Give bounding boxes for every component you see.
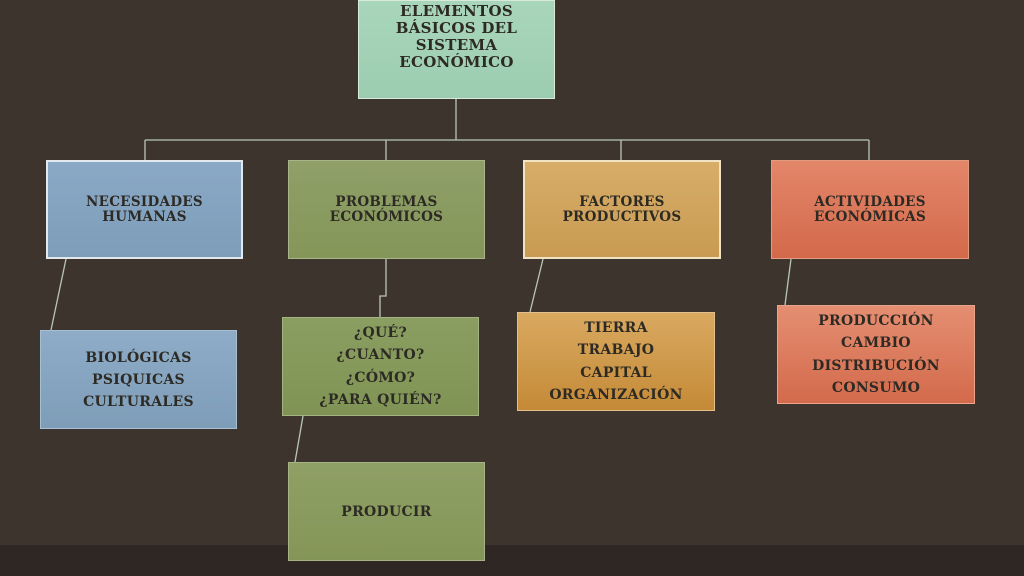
list-item: ¿CUANTO?: [336, 347, 425, 363]
node-label-line: ECONÓMICAS: [813, 208, 927, 225]
node-producir: PRODUCIR: [288, 462, 485, 561]
node-label-line: ACTIVIDADES: [814, 193, 926, 210]
connector-producir: [294, 415, 304, 463]
list-item: CAMBIO: [841, 335, 911, 351]
list-item: ORGANIZACIÓN: [549, 387, 683, 403]
list-item: PRODUCCIÓN: [818, 312, 934, 329]
root-line-3: SISTEMA: [415, 36, 498, 54]
root-line-1: ELEMENTOS: [400, 2, 513, 20]
connector-problemas-detail: [379, 259, 387, 317]
bottom-band: [0, 545, 1024, 576]
list-item: PSIQUICAS: [92, 371, 185, 388]
node-label-line: ECONÓMICOS: [329, 208, 444, 225]
node-label-line: PRODUCTIVOS: [562, 208, 682, 225]
root-line-4: ECONÓMICO: [399, 53, 514, 71]
list-item: TRABAJO: [577, 342, 655, 358]
node-necesidades-humanas: NECESIDADES HUMANAS: [46, 160, 243, 259]
node-problemas-economicos: PROBLEMAS ECONÓMICOS: [288, 160, 485, 259]
list-item: CONSUMO: [831, 380, 921, 396]
node-necesidades-tipos: BIOLÓGICAS PSIQUICAS CULTURALES: [40, 330, 237, 429]
list-item: DISTRIBUCIÓN: [812, 357, 940, 374]
list-item: CAPITAL: [580, 364, 652, 381]
node-preguntas-economicas: ¿QUÉ? ¿CUANTO? ¿CÓMO? ¿PARA QUIÉN?: [282, 317, 479, 416]
list-item: BIOLÓGICAS: [85, 349, 192, 366]
list-item: TIERRA: [584, 319, 648, 336]
node-label-line: HUMANAS: [102, 208, 187, 225]
node-label-line: NECESIDADES: [86, 193, 203, 210]
connector-factores-detail: [529, 258, 544, 313]
root-node-elementos-basicos: ELEMENTOS BÁSICOS DEL SISTEMA ECONÓMICO: [358, 0, 555, 99]
list-item: CULTURALES: [83, 393, 194, 410]
node-factores-lista: TIERRA TRABAJO CAPITAL ORGANIZACIÓN: [517, 312, 715, 411]
node-actividades-lista: PRODUCCIÓN CAMBIO DISTRIBUCIÓN CONSUMO: [777, 305, 975, 404]
node-actividades-economicas: ACTIVIDADES ECONÓMICAS: [771, 160, 969, 259]
connector-actividades-detail: [784, 258, 792, 306]
list-item: PRODUCIR: [341, 503, 432, 520]
list-item: ¿CÓMO?: [345, 369, 416, 386]
node-factores-productivos: FACTORES PRODUCTIVOS: [523, 160, 721, 259]
list-item: ¿PARA QUIÉN?: [319, 392, 442, 408]
node-label-line: PROBLEMAS: [335, 193, 438, 210]
root-line-2: BÁSICOS DEL: [395, 19, 518, 37]
connector-necesidades-detail: [50, 258, 67, 331]
list-item: ¿QUÉ?: [354, 324, 407, 341]
node-label-line: FACTORES: [579, 193, 665, 210]
